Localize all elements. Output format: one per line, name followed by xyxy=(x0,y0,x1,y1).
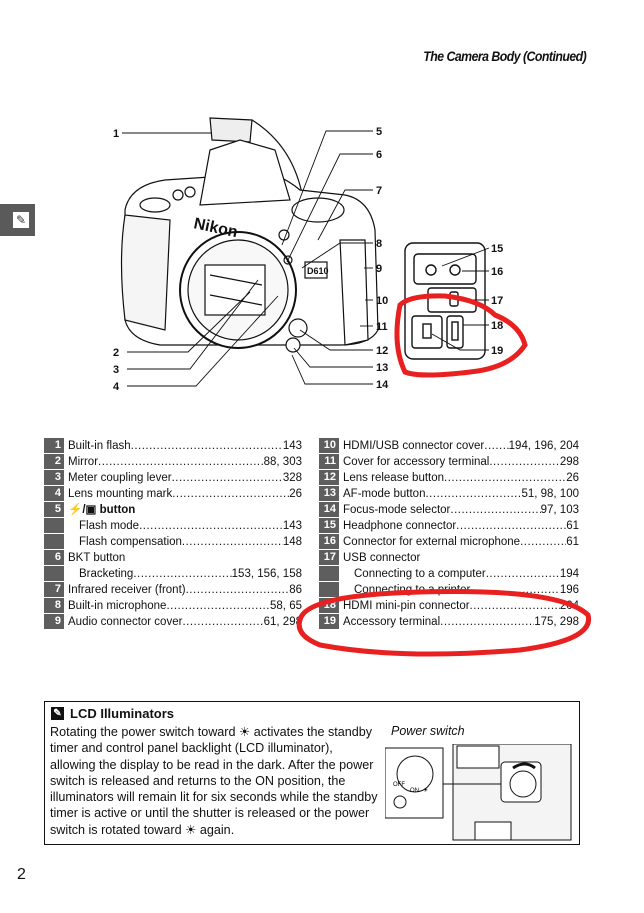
callout-18: 18 xyxy=(491,320,503,332)
power-switch-illustration: OFF ON ☀ xyxy=(385,744,572,841)
model-badge: D610 xyxy=(307,266,329,276)
callout-13: 13 xyxy=(376,362,388,374)
switch-off-label: OFF xyxy=(393,782,405,788)
callout-17: 17 xyxy=(491,295,503,307)
callout-9: 9 xyxy=(376,263,382,275)
callout-10: 10 xyxy=(376,295,388,307)
legend-subitem: Flash mode143 xyxy=(44,518,302,534)
switch-on-label: ON xyxy=(410,788,419,794)
switch-light-label: ☀ xyxy=(423,787,428,794)
note-box: ✎ LCD Illuminators Rotating the power sw… xyxy=(44,701,580,845)
camera-body-icon: ✎ xyxy=(13,212,29,228)
callout-1: 1 xyxy=(113,128,119,140)
legend-item: 5⚡/▣ button xyxy=(44,502,302,518)
running-header: The Camera Body (Continued) xyxy=(422,48,587,64)
power-switch-caption: Power switch xyxy=(391,724,465,738)
callout-12: 12 xyxy=(376,345,388,357)
note-body: Rotating the power switch toward ☀ activ… xyxy=(50,725,378,837)
red-annotation-circle xyxy=(394,293,528,378)
page-number: 2 xyxy=(17,866,26,883)
callout-7: 7 xyxy=(376,185,382,197)
callout-5: 5 xyxy=(376,126,382,138)
callout-19: 19 xyxy=(491,345,503,357)
callout-4: 4 xyxy=(113,381,120,393)
legend-subitem: Bracketing153, 156, 158 xyxy=(44,566,302,582)
callout-8: 8 xyxy=(376,238,382,250)
note-title: LCD Illuminators xyxy=(70,706,175,721)
legend-item: 2Mirror88, 303 xyxy=(44,454,302,470)
callout-15: 15 xyxy=(491,243,503,255)
callout-2: 2 xyxy=(113,347,119,359)
callout-6: 6 xyxy=(376,149,382,161)
callout-16: 16 xyxy=(491,266,503,278)
camera-front-diagram: Nikon D610 1 2 3 4 xyxy=(113,117,528,393)
red-annotation-ellipse xyxy=(296,588,592,657)
callout-3: 3 xyxy=(113,364,119,376)
callout-11: 11 xyxy=(376,321,388,333)
pencil-note-icon: ✎ xyxy=(51,707,64,720)
legend-subitem: Connecting to a computer194 xyxy=(319,566,579,582)
callout-14: 14 xyxy=(376,379,389,391)
legend-subitem: Flash compensation148 xyxy=(44,534,302,550)
section-tab[interactable]: ✎ xyxy=(0,204,35,236)
